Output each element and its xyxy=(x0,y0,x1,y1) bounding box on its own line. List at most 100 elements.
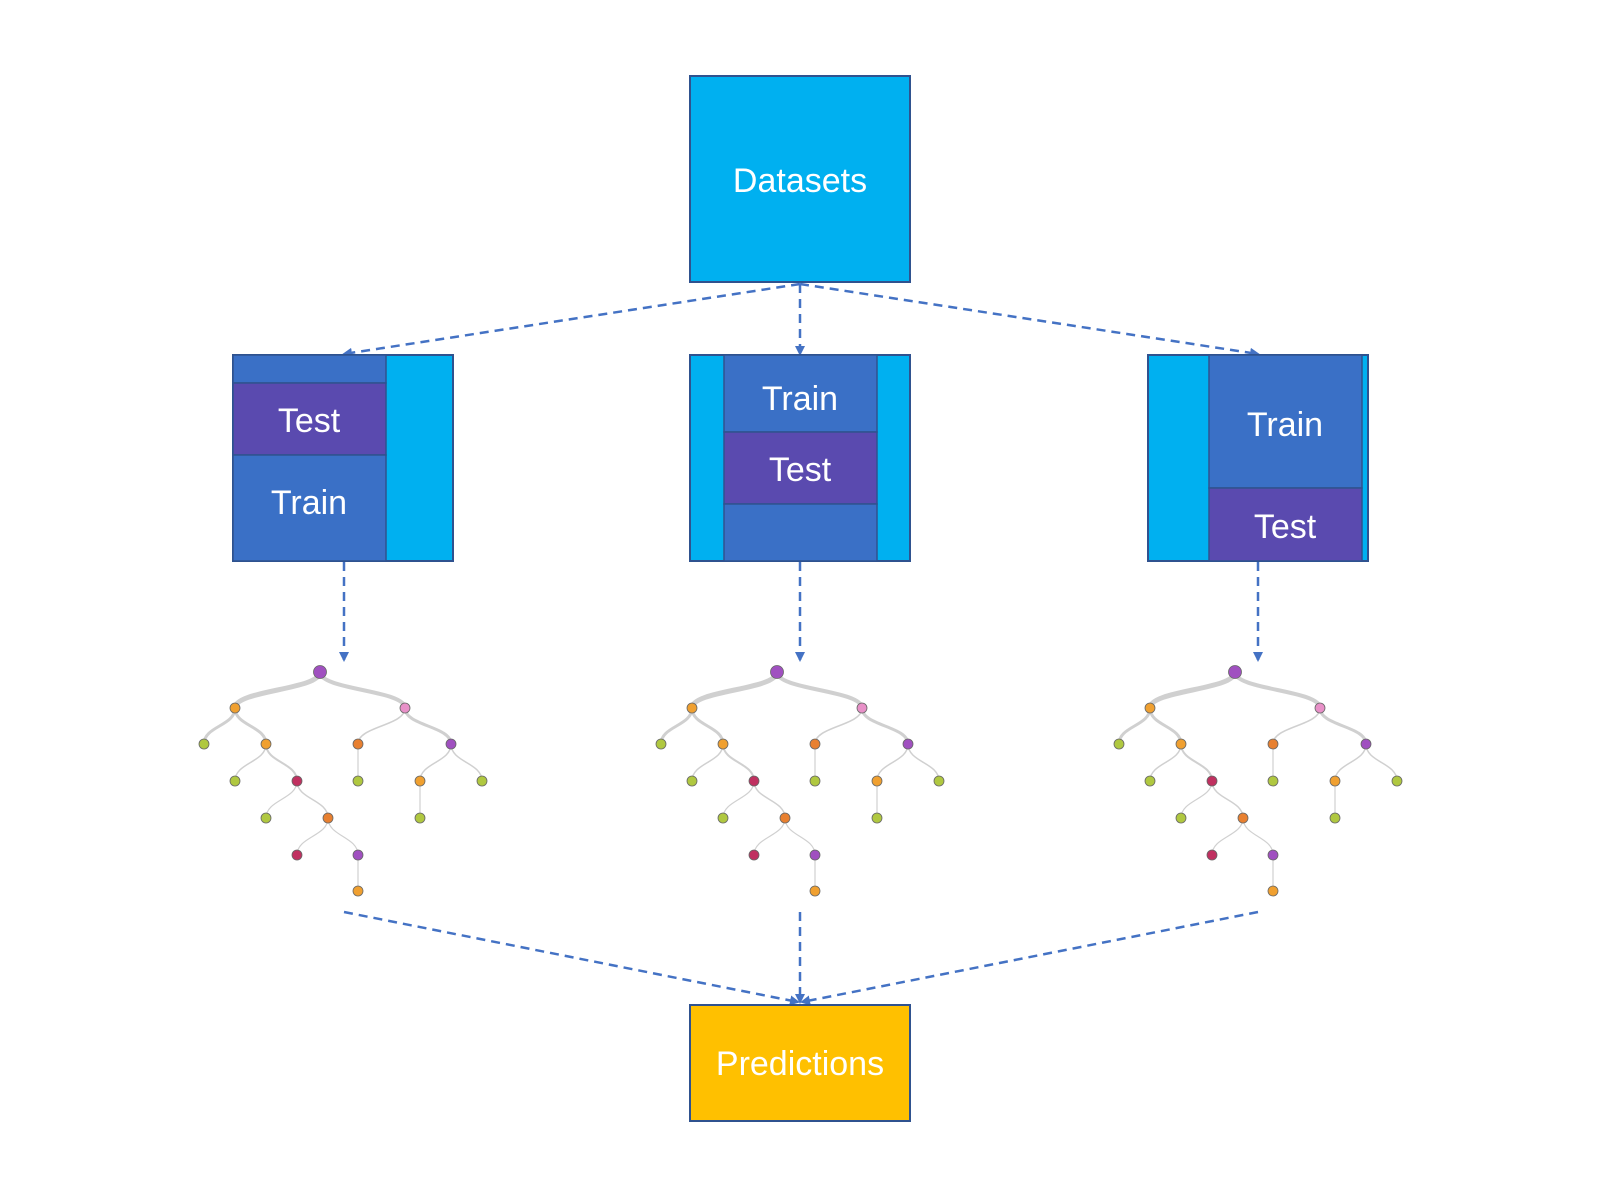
tree-branch xyxy=(860,707,910,745)
tree-node xyxy=(717,812,729,824)
tree-node xyxy=(1314,702,1326,714)
tree-branch xyxy=(722,780,755,819)
tree-root-node xyxy=(313,665,327,679)
tree-node xyxy=(399,702,411,714)
tree-branch xyxy=(1211,817,1244,856)
tree-node xyxy=(260,812,272,824)
fold-2-train-label: Train xyxy=(762,380,838,418)
arrow-datasets-to-fold-1 xyxy=(342,282,801,358)
tree-node xyxy=(414,812,426,824)
tree-branch xyxy=(403,707,453,745)
tree-node xyxy=(1360,738,1372,750)
tree-node xyxy=(1175,812,1187,824)
tree-node xyxy=(352,885,364,897)
tree-node xyxy=(1144,775,1156,787)
fold-3-train-block xyxy=(1208,354,1363,489)
tree-node xyxy=(1329,812,1341,824)
tree-branch xyxy=(1149,743,1182,782)
datasets-box: Datasets xyxy=(689,75,911,283)
tree-branch xyxy=(722,743,755,782)
fold-1-test-block xyxy=(232,382,387,456)
arrow-tree-3-to-predictions xyxy=(800,910,1259,1006)
fold-1-test-label: Test xyxy=(278,402,341,440)
predictions-label: Predictions xyxy=(716,1045,884,1083)
tree-root-node xyxy=(770,665,784,679)
tree-branch xyxy=(296,780,329,819)
tree-branch xyxy=(1365,743,1398,782)
tree-node xyxy=(229,702,241,714)
tree-branch xyxy=(419,743,452,782)
tree-branch xyxy=(753,817,786,856)
fold-3-test-block xyxy=(1208,487,1363,562)
tree-node xyxy=(260,738,272,750)
tree-branch xyxy=(202,707,237,745)
fold-2-test-label: Test xyxy=(769,451,832,489)
tree-branch xyxy=(1334,743,1367,782)
tree-node xyxy=(352,849,364,861)
tree-branch xyxy=(234,743,267,782)
tree-branch xyxy=(814,707,863,745)
tree-node xyxy=(809,738,821,750)
tree-node xyxy=(1267,775,1279,787)
tree-node xyxy=(1267,849,1279,861)
tree-branch xyxy=(691,743,724,782)
fold-3-box: Train Test xyxy=(1147,354,1369,562)
tree-node xyxy=(809,885,821,897)
tree-node xyxy=(1206,849,1218,861)
tree-branch xyxy=(265,780,298,819)
tree-branch xyxy=(659,707,694,745)
split-arrows xyxy=(342,282,1260,358)
tree-node xyxy=(1206,775,1218,787)
fold-3-train-label: Train xyxy=(1247,406,1323,444)
tree-node xyxy=(686,775,698,787)
train-arrows xyxy=(339,562,1263,662)
tree-node xyxy=(902,738,914,750)
decision-tree-2 xyxy=(655,665,945,897)
tree-node xyxy=(476,775,488,787)
tree-branch xyxy=(1272,707,1321,745)
tree-branch xyxy=(689,671,780,709)
decision-tree-1 xyxy=(198,665,488,897)
tree-branch xyxy=(907,743,940,782)
arrow-datasets-to-fold-3 xyxy=(799,282,1260,358)
tree-node xyxy=(1391,775,1403,787)
tree-node xyxy=(352,775,364,787)
tree-node xyxy=(1237,812,1249,824)
tree-node xyxy=(1175,738,1187,750)
tree-branch xyxy=(1233,671,1322,709)
prediction-arrows xyxy=(343,910,1259,1006)
tree-root-node xyxy=(1228,665,1242,679)
tree-branch xyxy=(1180,743,1213,782)
tree-node xyxy=(856,702,868,714)
fold-3-test-label: Test xyxy=(1254,508,1317,546)
tree-node xyxy=(809,849,821,861)
tree-node xyxy=(1267,738,1279,750)
tree-branch xyxy=(1242,817,1274,856)
tree-node xyxy=(779,812,791,824)
tree-branch xyxy=(1148,707,1183,745)
tree-branch xyxy=(327,817,359,856)
tree-node xyxy=(871,775,883,787)
tree-branch xyxy=(233,707,268,745)
tree-node xyxy=(229,775,241,787)
tree-branch xyxy=(232,671,323,709)
tree-node xyxy=(655,738,667,750)
arrow-tree-1-to-predictions xyxy=(343,910,800,1006)
tree-branch xyxy=(265,743,298,782)
tree-node xyxy=(686,702,698,714)
fold-1-train-label: Train xyxy=(271,484,347,522)
tree-branch xyxy=(1117,707,1152,745)
tree-node xyxy=(414,775,426,787)
tree-node xyxy=(1113,738,1125,750)
tree-branch xyxy=(450,743,483,782)
fold-1-train-block xyxy=(232,454,387,562)
tree-branch xyxy=(1147,671,1238,709)
tree-node xyxy=(809,775,821,787)
tree-node xyxy=(717,738,729,750)
tree-branch xyxy=(1318,707,1368,745)
predictions-box: Predictions xyxy=(689,1004,911,1122)
tree-node xyxy=(1267,885,1279,897)
tree-branch xyxy=(1180,780,1213,819)
tree-branch xyxy=(357,707,406,745)
